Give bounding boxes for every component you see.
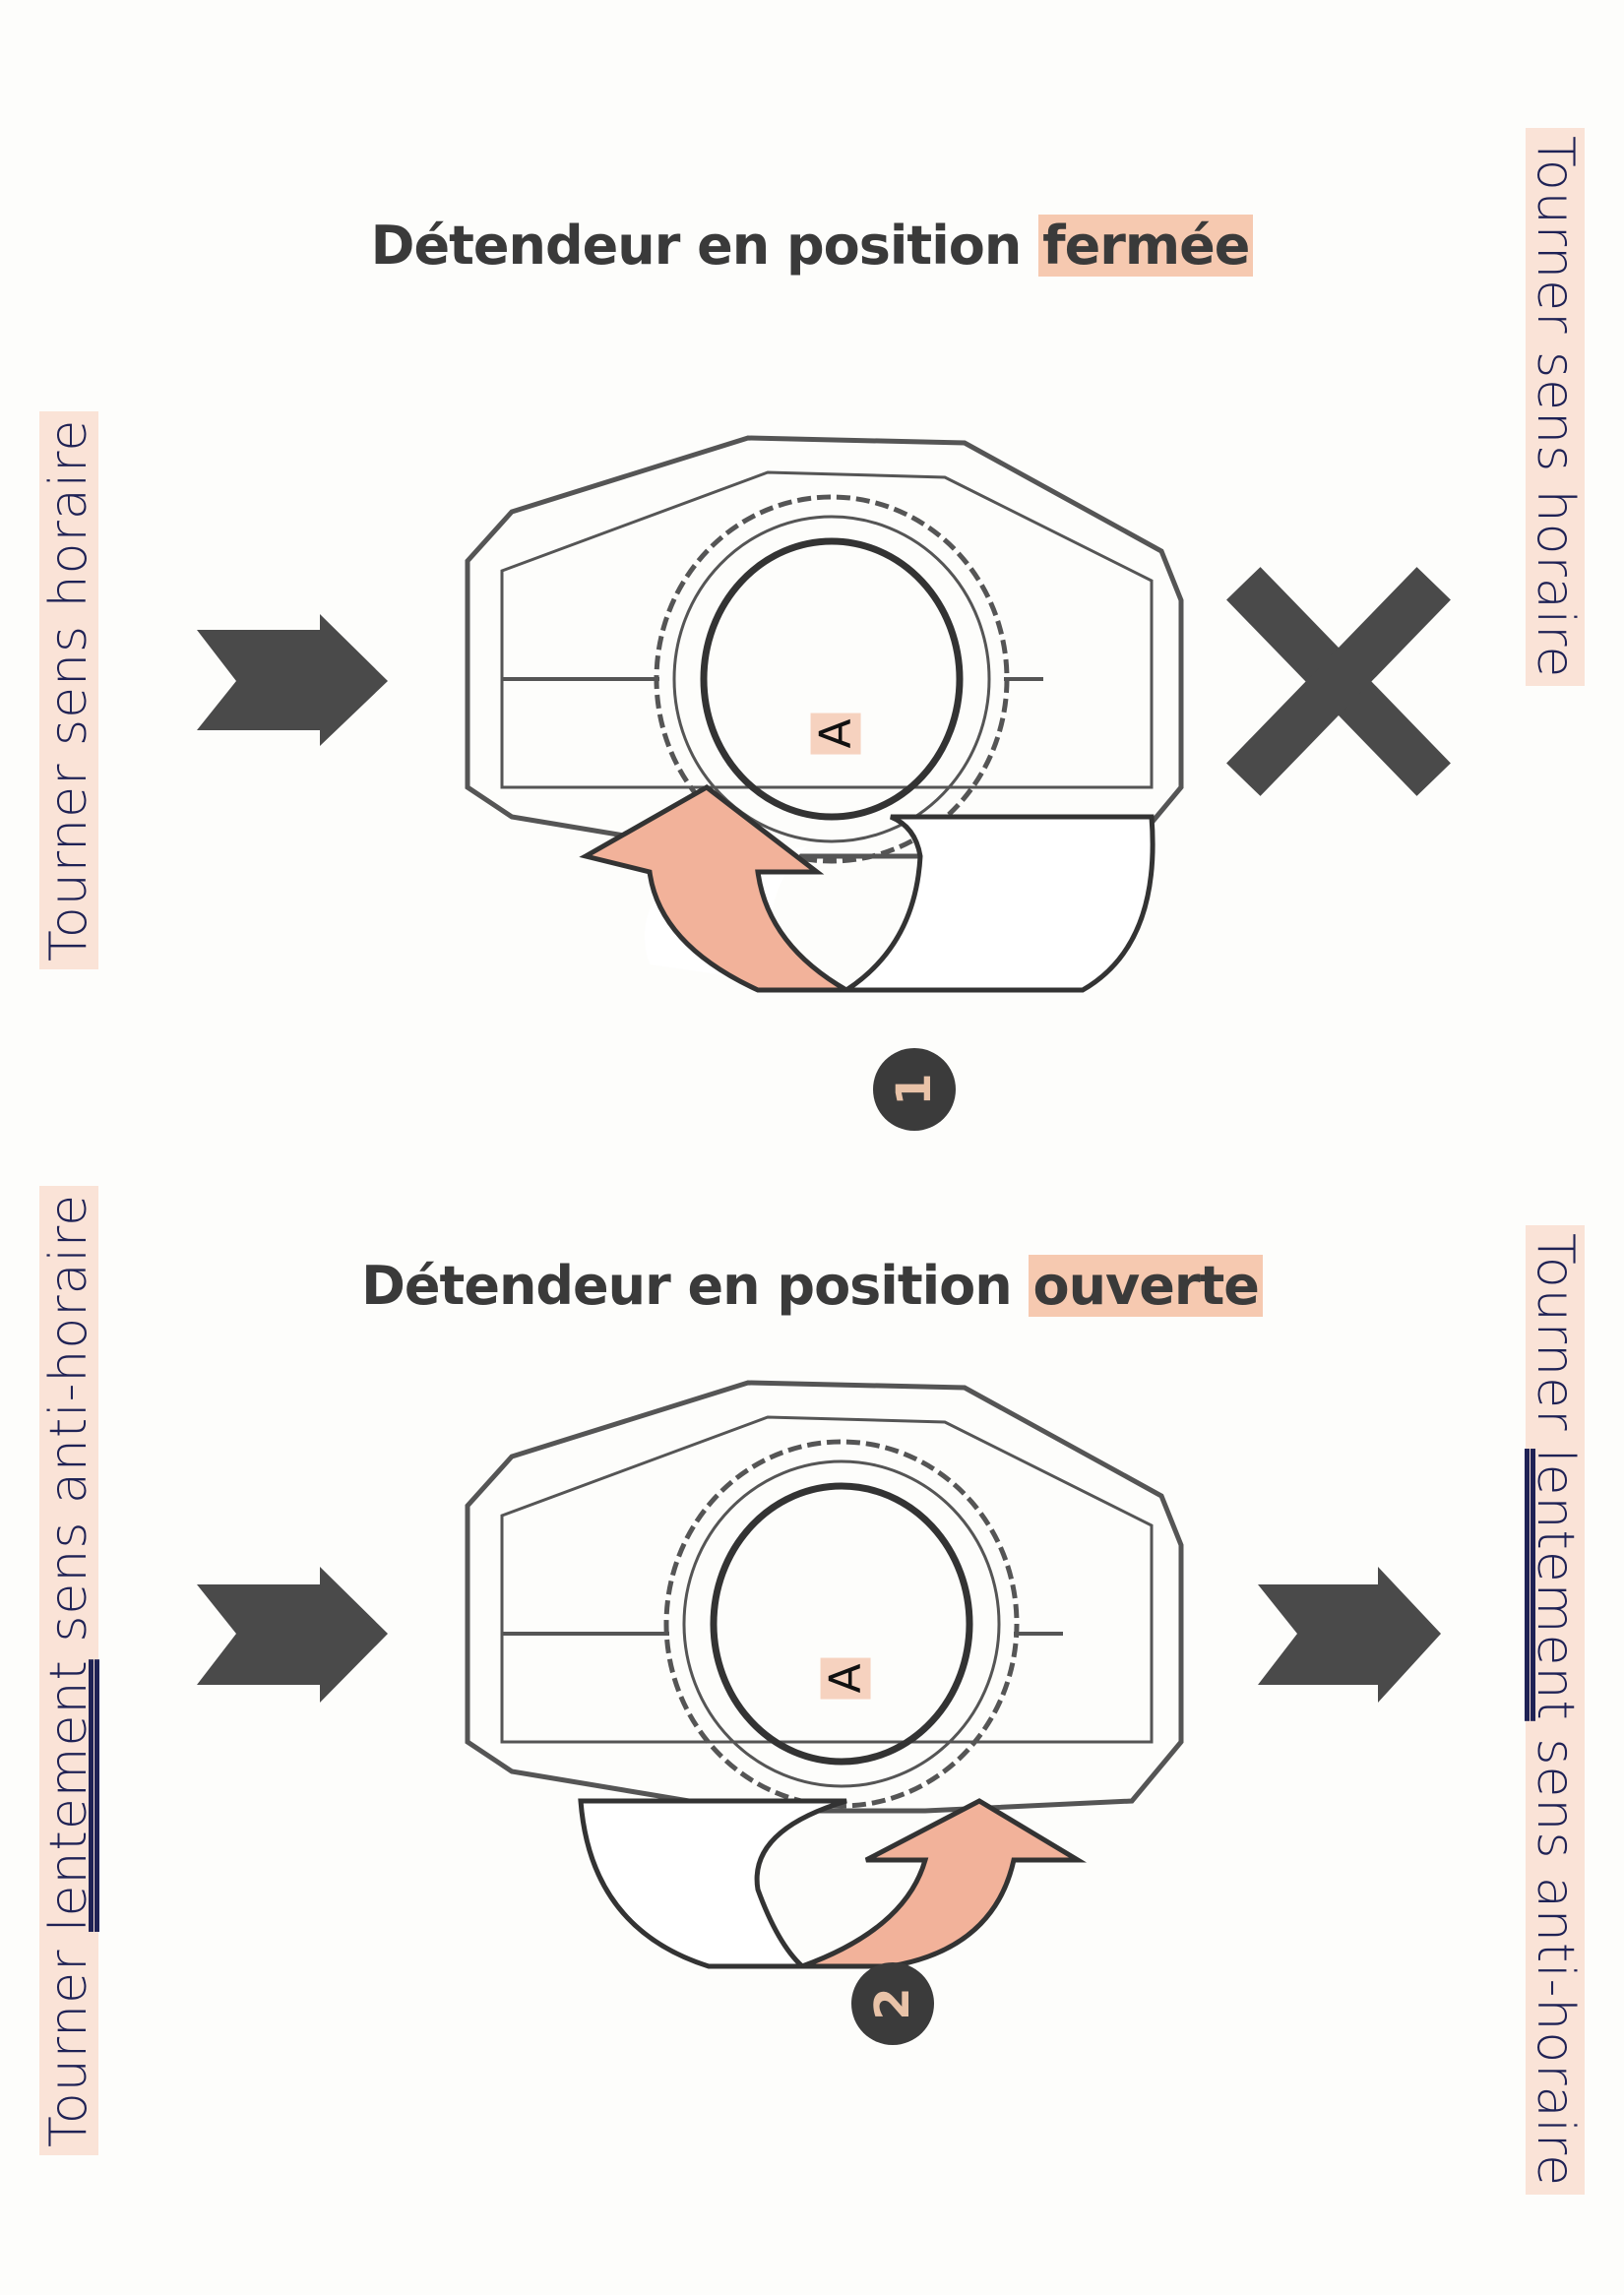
inlet-arrow-icon [197, 614, 388, 746]
left-note-2: Tourner lentement sens anti-horaire [39, 1185, 98, 2155]
title-text: Détendeur en position [370, 215, 1039, 277]
note-emphasis: lentement [1526, 1449, 1585, 1721]
rotation-arrow-white [578, 1798, 847, 1969]
title-highlight: ouverte [1029, 1255, 1263, 1317]
left-note-1: Tourner sens horaire [39, 410, 98, 969]
section1-title: Détendeur en position fermée [0, 215, 1624, 277]
note-emphasis: lentement [39, 1659, 98, 1932]
regulator-open-diagram [465, 1380, 1184, 1814]
label-a: A [810, 713, 861, 755]
inlet-arrow-icon [197, 1567, 388, 1703]
right-note-1: Tourner sens horaire [1526, 128, 1585, 687]
note-text: Tourner [39, 1931, 98, 2148]
cross-icon [1226, 567, 1451, 796]
right-note-2: Tourner lentement sens anti-horaire [1526, 1225, 1585, 2196]
note-text: sens anti-horaire [39, 1193, 98, 1660]
step-number-badge: 1 [873, 1048, 956, 1131]
note-text: sens anti-horaire [1526, 1720, 1585, 2188]
step-number-badge: 2 [851, 1962, 934, 2045]
title-text: Détendeur en position [361, 1255, 1030, 1317]
regulator-closed-diagram [465, 435, 1184, 864]
rotation-arrow-white [838, 814, 1156, 993]
label-a: A [820, 1657, 871, 1700]
rotation-arrow-pink [801, 1798, 1088, 1969]
title-highlight: fermée [1038, 215, 1254, 277]
section2-title: Détendeur en position ouverte [0, 1255, 1624, 1317]
outlet-arrow-icon [1258, 1567, 1441, 1703]
note-text: Tourner [1526, 1233, 1585, 1450]
